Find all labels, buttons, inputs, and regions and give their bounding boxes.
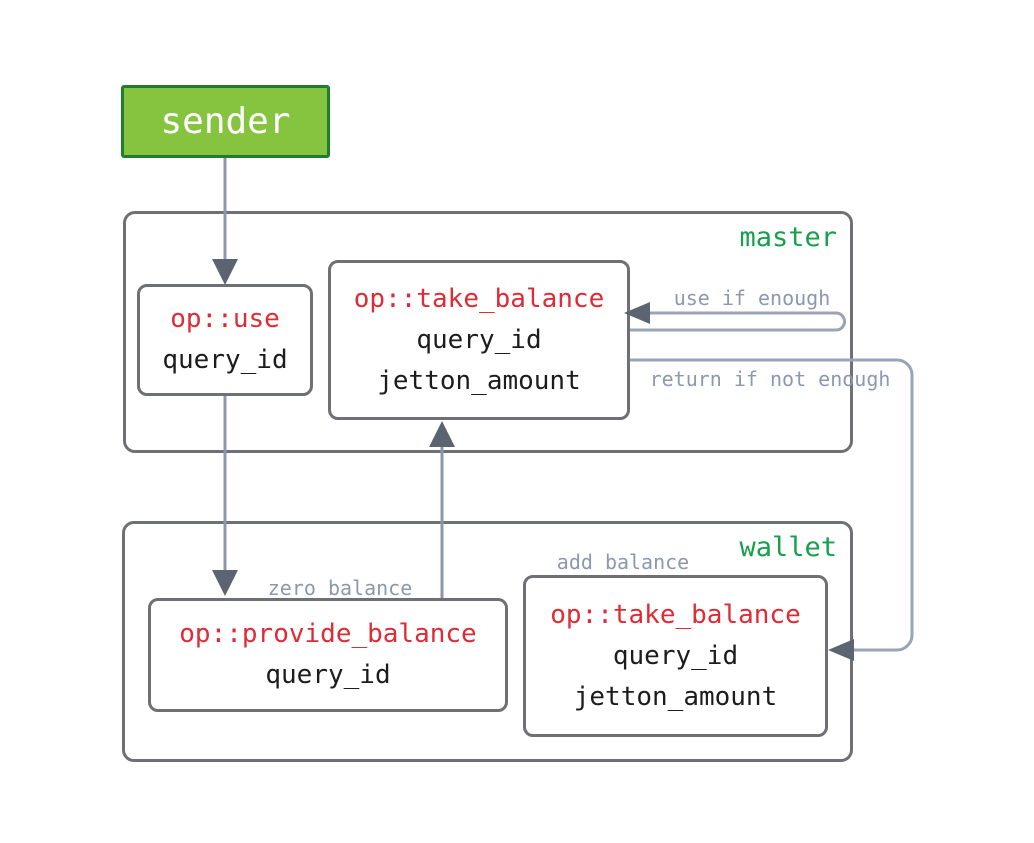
edge-label-add-balance: add balance [556,550,690,574]
edge-label-return-if-not-enough: return if not enough [649,367,891,391]
node-param: query_id [162,345,288,375]
sender-label: sender [160,101,291,142]
node-param: jetton_amount [573,681,778,712]
node-param: jetton_amount [377,365,581,396]
sender-node: sender [121,85,330,158]
wallet-label: wallet [739,532,837,563]
node-param: query_id [612,640,739,671]
edge-label-zero-balance: zero balance [267,576,413,600]
edge-label-use-if-enough: use if enough [673,286,831,310]
master-label: master [739,222,837,253]
node-title: op::take_balance [353,283,605,314]
node-provide-balance: op::provide_balance query_id [148,598,508,712]
node-title: op::provide_balance [179,619,477,649]
master-container: master [123,211,853,453]
node-op-use: op::use query_id [137,284,313,396]
node-wallet-take-balance: op::take_balance query_id jetton_amount [523,575,828,737]
node-param: query_id [416,324,542,355]
node-title: op::take_balance [550,599,801,630]
node-param: query_id [265,660,391,690]
node-title: op::use [170,304,280,334]
node-master-take-balance: op::take_balance query_id jetton_amount [328,260,630,420]
